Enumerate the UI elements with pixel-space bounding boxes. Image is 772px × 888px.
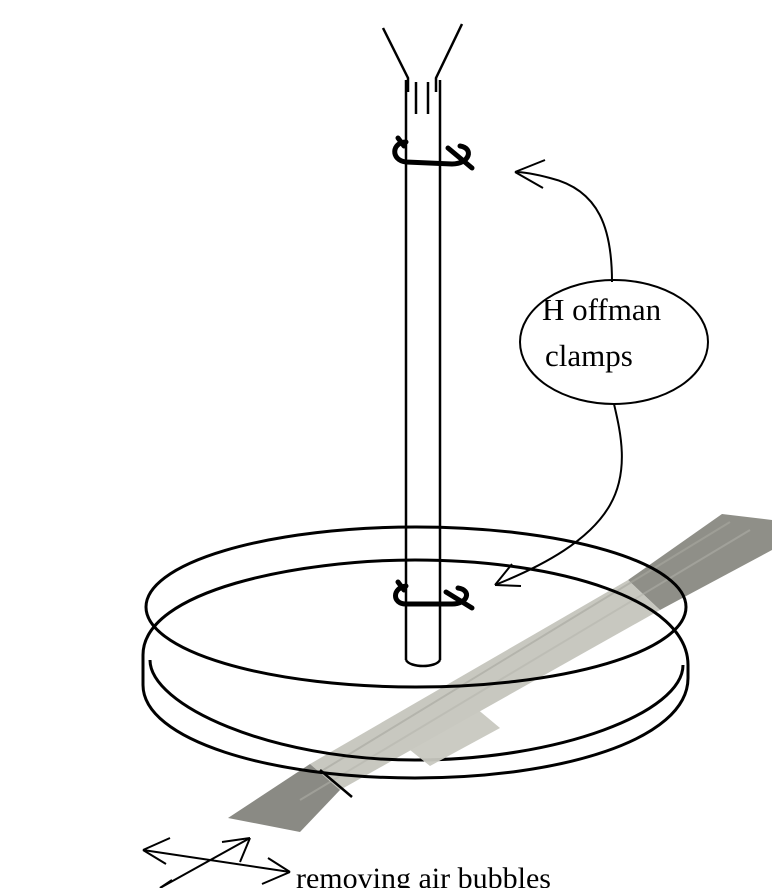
- lower-clamp-icon: [393, 579, 475, 611]
- paper-strip-outer-top: [628, 514, 772, 610]
- petri-dish: [141, 525, 690, 780]
- clamp-label-line2: clamps: [545, 338, 633, 373]
- leader-arrow-lower: [494, 403, 623, 587]
- caption-removing-air-bubbles: removing air bubbles: [296, 862, 551, 888]
- tube-tip: [404, 659, 442, 668]
- dish-bottom-rim: [141, 558, 690, 780]
- clamp-label-line1: H offman: [542, 292, 662, 327]
- upper-clamp-icon: [392, 135, 475, 171]
- motion-arrows-icon: [142, 837, 291, 888]
- dish-top-rim: [144, 525, 688, 689]
- paper-strip-outer-bottom: [228, 764, 340, 832]
- dish-inner-rim: [148, 659, 685, 762]
- leader-arrow-upper: [514, 159, 613, 283]
- glass-tube: [381, 23, 464, 668]
- paper-strip: [228, 514, 772, 832]
- tube-funnel-top: [381, 27, 410, 92]
